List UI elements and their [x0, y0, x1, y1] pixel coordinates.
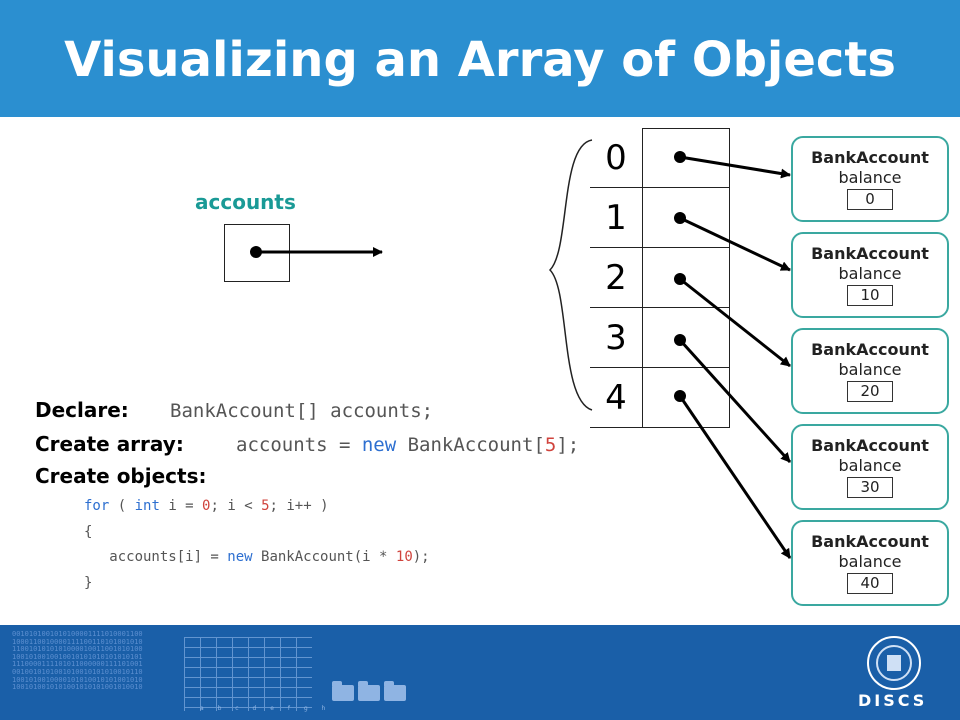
create-array-code: accounts = new BankAccount[5]; [236, 434, 579, 456]
array-reference-cell [642, 368, 730, 428]
slide-footer: 0010101001010100001111010001100 10001100… [0, 625, 960, 720]
declare-code: BankAccount[] accounts; [170, 400, 434, 422]
array-reference-cell [642, 308, 730, 368]
code-number: 5 [544, 434, 557, 456]
code-keyword: new [227, 549, 253, 565]
array-reference-cell [642, 128, 730, 188]
code-keyword: for [84, 498, 110, 514]
code-line: for ( int i = 0; i < 5; i++ ) [84, 494, 430, 520]
array-index-label: 0 [590, 128, 642, 188]
code-text: BankAccount(i * [252, 549, 396, 565]
array-index-label: 1 [590, 188, 642, 248]
folder-icon [384, 681, 406, 701]
object-field-name: balance [838, 552, 902, 571]
code-number: 0 [202, 498, 211, 514]
object-field-value: 0 [847, 189, 893, 210]
grid-graphic [184, 637, 312, 711]
object-field-value: 30 [847, 477, 893, 498]
object-field-name: balance [838, 168, 902, 187]
code-text: ; i++ ) [269, 498, 329, 514]
object-field-value: 10 [847, 285, 893, 306]
code-text: accounts = [236, 434, 362, 456]
array-reference-cell [642, 248, 730, 308]
code-text: ( [109, 498, 135, 514]
code-keyword: int [134, 498, 160, 514]
array-cell-row: 3 [590, 308, 730, 368]
object-class-name: BankAccount [811, 532, 929, 551]
code-line: } [84, 574, 93, 591]
object-box: BankAccount balance 30 [791, 424, 949, 510]
code-text: ; i < [210, 498, 262, 514]
seal-inner-ring [876, 645, 912, 681]
object-field-name: balance [838, 264, 902, 283]
array-reference-cell [642, 188, 730, 248]
brand-logo-text: DISCS [858, 691, 928, 710]
binary-pattern: 0010101001010100001111010001100 10001100… [12, 630, 143, 692]
code-line: accounts[i] = new BankAccount(i * 10); [84, 545, 430, 571]
object-class-name: BankAccount [811, 244, 929, 263]
folder-icon [358, 681, 380, 701]
variable-reference-box [224, 224, 290, 282]
code-text: BankAccount[ [396, 434, 545, 456]
object-field-name: balance [838, 360, 902, 379]
array-cell-row: 4 [590, 368, 730, 428]
code-keyword: new [361, 434, 397, 456]
code-text: ]; [556, 434, 580, 456]
slide-header [0, 0, 960, 117]
loop-code-block: for ( int i = 0; i < 5; i++ ) { accounts[… [84, 494, 430, 596]
slide-title: Visualizing an Array of Objects [64, 32, 896, 88]
declare-label: Declare: [35, 398, 129, 422]
code-number: 10 [395, 549, 413, 565]
object-field-value: 40 [847, 573, 893, 594]
array-brace [548, 139, 593, 411]
array-cell-row: 2 [590, 248, 730, 308]
object-box: BankAccount balance 10 [791, 232, 949, 318]
code-text: accounts[i] = [84, 549, 228, 565]
grid-axis-labels: a b c d e f g h [200, 705, 332, 712]
object-field-name: balance [838, 456, 902, 475]
folder-icon [332, 681, 354, 701]
object-class-name: BankAccount [811, 436, 929, 455]
object-class-name: BankAccount [811, 340, 929, 359]
array-index-label: 4 [590, 368, 642, 428]
code-number: 5 [261, 498, 270, 514]
university-seal-icon [867, 636, 921, 690]
folder-icons [332, 681, 410, 705]
object-field-value: 20 [847, 381, 893, 402]
object-box: BankAccount balance 20 [791, 328, 949, 414]
object-box: BankAccount balance 40 [791, 520, 949, 606]
variable-name-label: accounts [195, 190, 296, 214]
array-table: 0 1 2 3 4 [590, 128, 730, 428]
code-line: { [84, 523, 93, 540]
create-array-label: Create array: [35, 432, 184, 456]
create-objects-label: Create objects: [35, 464, 207, 488]
code-text: ); [412, 549, 430, 565]
array-index-label: 3 [590, 308, 642, 368]
object-class-name: BankAccount [811, 148, 929, 167]
code-text: i = [159, 498, 203, 514]
array-cell-row: 0 [590, 128, 730, 188]
object-box: BankAccount balance 0 [791, 136, 949, 222]
array-index-label: 2 [590, 248, 642, 308]
array-cell-row: 1 [590, 188, 730, 248]
